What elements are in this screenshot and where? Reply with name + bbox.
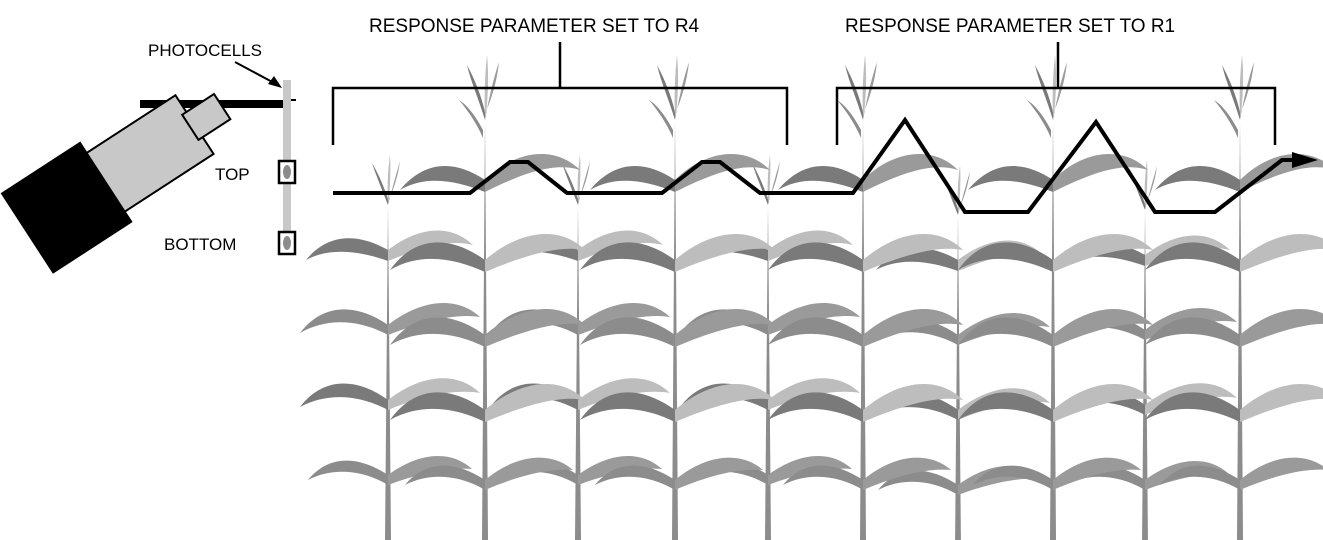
photocells-label: PHOTOCELLS — [148, 41, 262, 60]
photocell-bottom-icon — [277, 230, 297, 256]
corn-plant-icon — [680, 155, 860, 540]
bottom-label: BOTTOM — [164, 235, 236, 254]
corn-plant-icon — [490, 155, 670, 540]
arrow-right-icon — [1292, 152, 1318, 168]
response-r1-label: RESPONSE PARAMETER SET TO R1 — [845, 16, 1175, 37]
top-label: TOP — [215, 165, 250, 184]
sensor-camera-icon — [0, 92, 288, 274]
response-r4-label: RESPONSE PARAMETER SET TO R4 — [369, 16, 700, 37]
response-r4-bracket — [331, 42, 789, 145]
corn-plant-icon — [1057, 160, 1237, 540]
response-r1-bracket — [835, 42, 1277, 145]
corn-plant-icon — [958, 55, 1153, 540]
photocell-mast — [277, 80, 297, 256]
crop-rows — [300, 55, 1323, 540]
boom-height-response-line — [333, 116, 1296, 214]
photocell-top-icon — [277, 159, 297, 185]
corn-plant-icon — [870, 165, 1050, 540]
corn-plant-icon — [300, 155, 480, 540]
photocells-pointer-arrow — [234, 61, 282, 88]
